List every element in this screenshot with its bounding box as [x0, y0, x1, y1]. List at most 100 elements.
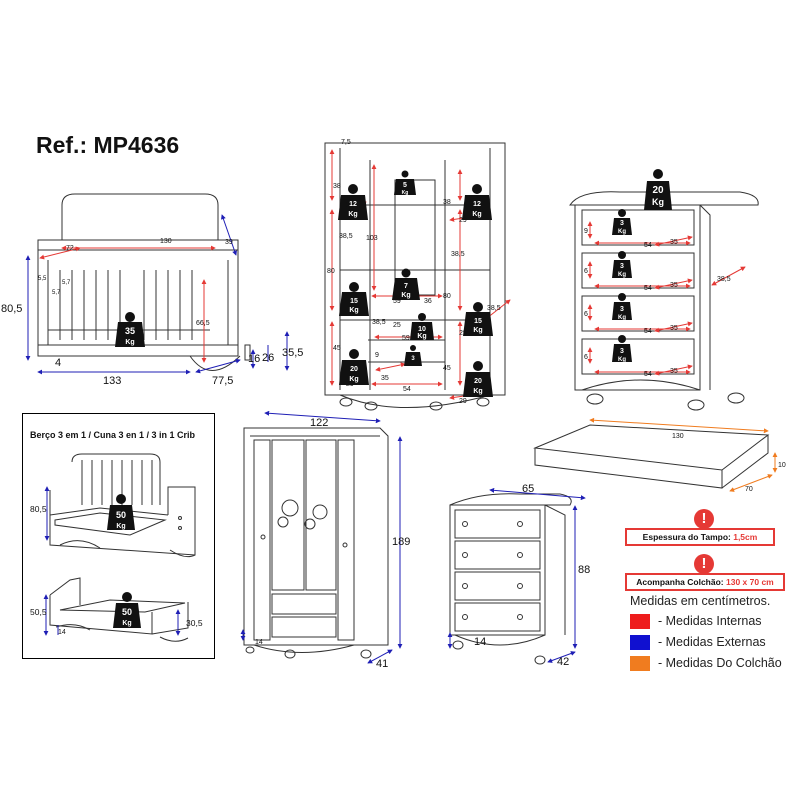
weight-15-right: 15 — [474, 318, 482, 325]
chest-d1-load: 3 — [620, 220, 624, 227]
chest-d1-unit: Kg — [618, 229, 626, 235]
weight-20-left: 20 — [350, 366, 358, 373]
crib-load-weight — [115, 312, 145, 347]
chest-d3-w54: 54 — [644, 328, 652, 335]
tampo-value: 1,5cm — [733, 532, 758, 542]
wardrobe-left-h1: 38 — [333, 183, 341, 190]
wardrobe-top-depth: 7,5 — [341, 139, 351, 146]
chest-d4-load: 3 — [620, 348, 624, 355]
weight-3: 3 — [411, 356, 415, 362]
wardrobe-w29-mid: 29 — [459, 330, 467, 337]
warning-icon: ! — [694, 509, 714, 529]
crib-load-number: 35 — [125, 326, 135, 336]
wardrobe-closed-drawing — [243, 427, 389, 659]
crib-bar-gap-2: 5,7 — [62, 280, 71, 286]
wardrobe-side-depth: 38,5 — [487, 305, 501, 312]
wardrobe-open-drawing — [324, 142, 506, 411]
chest-closed-foot: 14 — [474, 636, 486, 648]
legend-swatch-mattress — [630, 655, 650, 671]
crib-mode-low-height: 50,5 — [30, 607, 47, 617]
crib-mode-bed-unit: Kg — [116, 523, 125, 530]
crib-int-width: 130 — [160, 238, 172, 245]
weight-12-right: 12 — [473, 201, 481, 208]
weight-15-left: 15 — [350, 298, 358, 305]
legend-external: - Medidas Externas — [630, 632, 766, 652]
legend-label-internal: - Medidas Internas — [658, 614, 762, 628]
legend-internal: - Medidas Internas — [630, 611, 762, 631]
wardrobe-w59-bottom: 59 — [402, 335, 410, 342]
crib-ext-width: 133 — [103, 375, 121, 387]
chest-closed-width: 65 — [522, 483, 534, 495]
chest-open-weights — [612, 169, 672, 362]
crib-modes-title: Berço 3 em 1 / Cuna 3 en 1 / 3 in 1 Crib — [30, 430, 196, 440]
wardrobe-closed-width: 122 — [310, 417, 328, 429]
weight-unit-20-right: Kg — [473, 388, 482, 395]
wardrobe-w36: 36 — [424, 298, 432, 305]
wardrobe-w9: 9 — [375, 352, 379, 359]
crib-step-3: 35,5 — [282, 347, 303, 359]
mattress-thickness: 10 — [778, 462, 786, 469]
wardrobe-closed-foot: 14 — [255, 639, 263, 646]
weight-unit-10: Kg — [417, 333, 426, 340]
wardrobe-open-weight-numbers: 5 Kg 12 Kg 12 Kg 7 Kg 15 Kg 15 Kg 10 Kg … — [348, 182, 482, 395]
crib-mode-bed-weight — [107, 494, 135, 530]
legend-label-external: - Medidas Externas — [658, 635, 766, 649]
mattress-note-value: 130 x 70 cm — [726, 577, 774, 587]
crib-mode-low-weight — [113, 592, 141, 628]
wardrobe-right-h2: 38,5 — [451, 251, 465, 258]
crib-ext-depth: 77,5 — [212, 375, 233, 387]
mattress-drawing — [533, 424, 770, 489]
mattress-dimensions — [589, 417, 778, 492]
weight-20-right: 20 — [474, 378, 482, 385]
wardrobe-closed-height: 189 — [392, 536, 410, 548]
weight-unit-15-left: Kg — [349, 307, 358, 314]
chest-d4-unit: Kg — [618, 357, 626, 363]
weight-10: 10 — [418, 326, 426, 333]
crib-step-1: 16 — [248, 353, 260, 365]
chest-open-drawing — [569, 191, 759, 411]
chest-d2-h: 6 — [584, 268, 588, 275]
weight-7: 7 — [404, 283, 408, 290]
wardrobe-w29-left: 29 — [346, 202, 354, 209]
chest-d4-h: 6 — [584, 354, 588, 361]
chest-top-unit: Kg — [652, 197, 664, 207]
wardrobe-w29-bottom-right: 29 — [459, 398, 467, 405]
wardrobe-left-h3: 80 — [327, 268, 335, 275]
chest-open-dimensions — [587, 221, 746, 376]
chest-d1-w35: 35 — [670, 239, 678, 246]
legend-label-mattress: - Medidas Do Colchão — [658, 656, 782, 670]
crib-headboard-h: 39 — [225, 239, 233, 246]
wardrobe-left-h2: 38,5 — [339, 233, 353, 240]
wardrobe-w35: 35 — [381, 375, 389, 382]
wardrobe-center-h: 103 — [366, 235, 378, 242]
mattress-length: 130 — [672, 433, 684, 440]
chest-d1-h: 9 — [584, 228, 588, 235]
crib-mode-bed-height: 80,5 — [30, 504, 47, 514]
crib-mode-bed-drawing — [49, 453, 196, 558]
legend-swatch-external — [630, 634, 650, 650]
reference-title: Ref.: MP4636 — [36, 132, 180, 158]
weight-rod: 5 — [403, 182, 407, 189]
crib-bar-gap: 5,5 — [38, 276, 47, 282]
chest-d4-w54: 54 — [644, 371, 652, 378]
crib-load-unit: Kg — [125, 339, 134, 346]
crib-int-depth: 72 — [66, 245, 74, 252]
wardrobe-right-h3: 80 — [443, 293, 451, 300]
chest-d2-load: 3 — [620, 263, 624, 270]
chest-depth: 38,5 — [717, 276, 731, 283]
chest-d2-w35: 35 — [670, 282, 678, 289]
tampo-note: Espessura do Tampo: 1,5cm — [625, 528, 775, 546]
weight-12-left: 12 — [349, 201, 357, 208]
wardrobe-open-weights — [338, 170, 493, 397]
crib-mode-low-foot: 14 — [58, 629, 66, 636]
wardrobe-w25: 25 — [393, 322, 401, 329]
warning-icon: ! — [694, 554, 714, 574]
chest-closed-dimensions — [447, 487, 586, 663]
wardrobe-depth-left: 38,5 — [372, 319, 386, 326]
crib-bar-gap-3: 5,7 — [52, 290, 61, 296]
wardrobe-closed-dimensions — [240, 410, 403, 664]
chest-top-load: 20 — [652, 185, 664, 196]
wardrobe-w59-top: 59 — [393, 298, 401, 305]
